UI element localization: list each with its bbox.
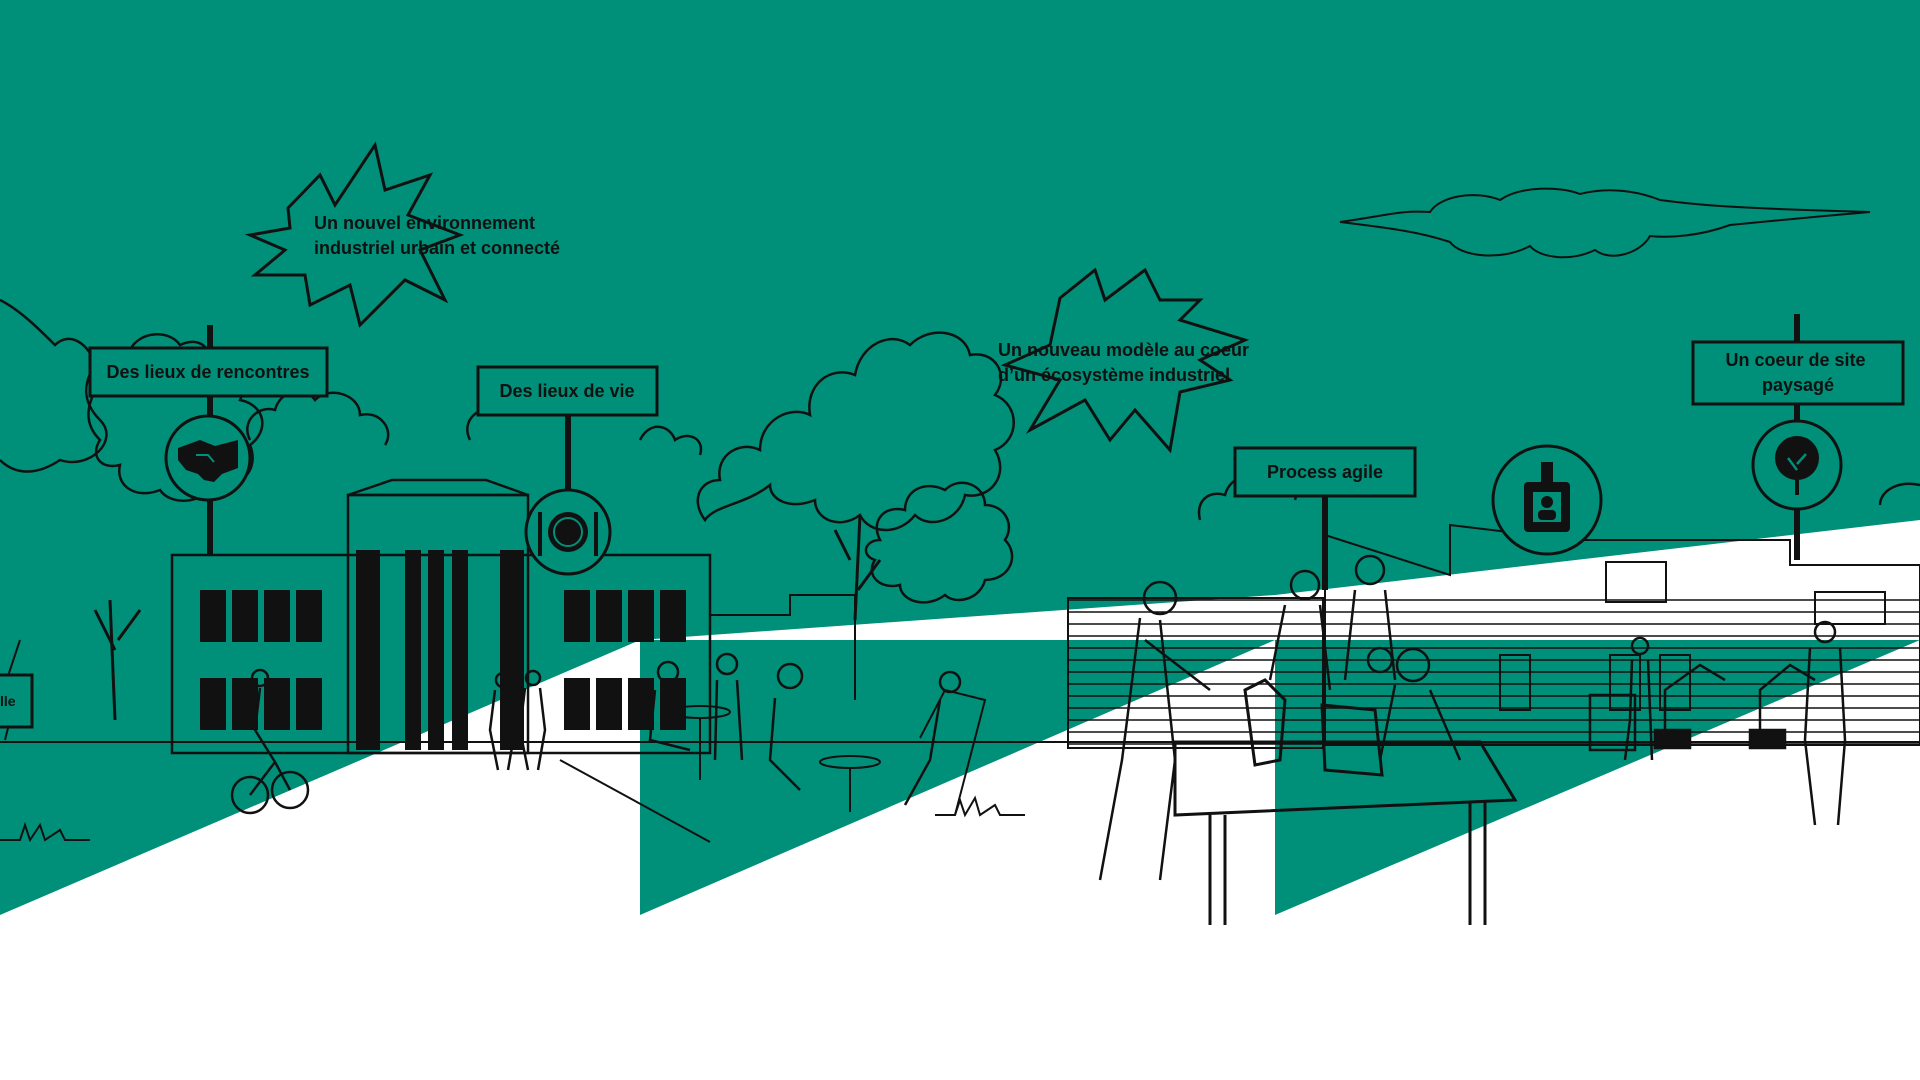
terrace-area (559, 594, 987, 843)
badge-icon (1524, 462, 1570, 532)
handshake-icon (178, 440, 238, 482)
sign-meeting-places: Des lieux de rencontres (88, 325, 329, 555)
worktable (1173, 678, 1518, 925)
sign-agile-process: Process agile (1233, 444, 1603, 590)
starburst-environment: Un nouvel environnement industriel urbai… (244, 141, 560, 328)
starburst-model: Un nouveau modèle au coeur d’un écosystè… (998, 267, 1254, 454)
starburst-environment-line2: industriel urbain et connecté (314, 238, 560, 258)
small-sign: lle (0, 673, 34, 729)
people (230, 554, 1847, 881)
svg-text:Un coeur de site paysagé: Un coeur de site paysagé (1725, 350, 1870, 395)
tree-icon (1775, 436, 1819, 495)
sign-meeting-places-label: Des lieux de rencontres (106, 362, 309, 382)
sign-landscaped-heart-line2: paysagé (1762, 375, 1834, 395)
robot-arms (1588, 663, 1816, 752)
small-sign-text: lle (0, 693, 16, 709)
sign-agile-process-label: Process agile (1267, 462, 1383, 482)
starburst-environment-line1: Un nouvel environnement (314, 213, 535, 233)
factory-building (1067, 523, 1920, 749)
plate-cutlery-icon (538, 512, 598, 556)
sign-landscaped-heart-line1: Un coeur de site (1725, 350, 1865, 370)
sign-living-places: Des lieux de vie (476, 365, 659, 576)
starburst-model-line2: d’un écosystème industriel (998, 365, 1230, 385)
sign-landscaped-heart: Un coeur de site paysagé (1691, 314, 1905, 560)
starburst-model-line1: Un nouveau modèle au coeur (998, 340, 1249, 360)
cloud (1339, 187, 1871, 259)
svg-text:Un nouvel environnement: Un nouvel environnement industriel urbai… (314, 213, 560, 258)
main-building (170, 478, 712, 755)
sign-living-places-label: Des lieux de vie (499, 381, 634, 401)
svg-text:Un nouveau modèle au coeur: Un nouveau modèle au coeur d’un écosystè… (998, 340, 1254, 385)
